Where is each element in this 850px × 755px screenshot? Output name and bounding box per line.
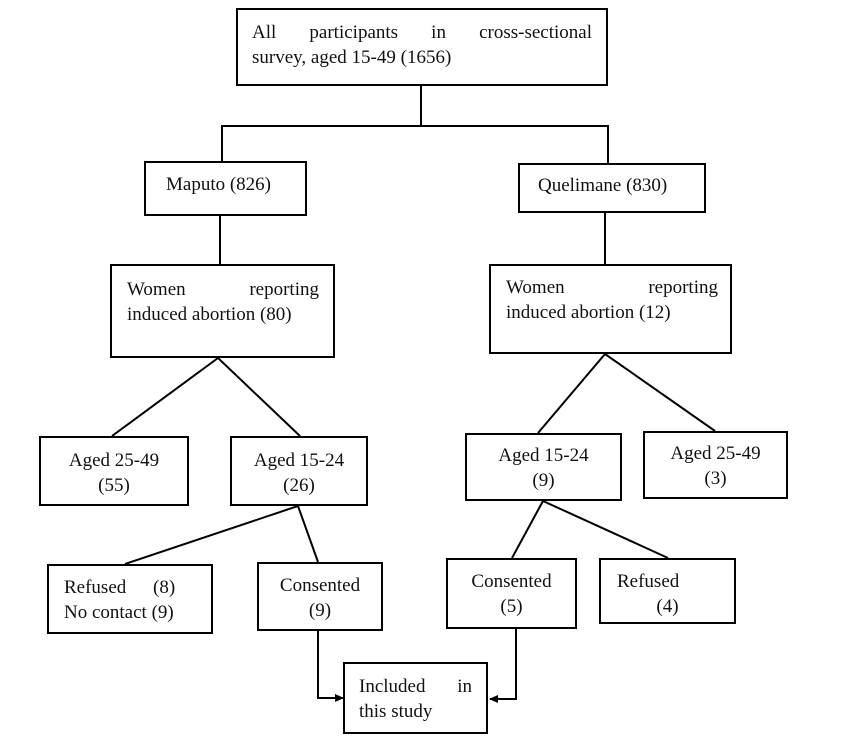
node-text: No contact (9): [64, 602, 174, 623]
node-quelimane-abortion: Women reporting induced abortion (12): [489, 264, 732, 354]
node-maputo-consented: Consented (9): [257, 562, 383, 631]
node-included: Included in this study: [343, 662, 488, 734]
connector-root-branch: [221, 125, 609, 163]
connector-quelimane-15-24: [537, 353, 606, 434]
node-text: Aged 25-49: [670, 443, 761, 464]
connector-maputo-25-49: [111, 357, 219, 437]
connector-quelimane-consented: [511, 500, 544, 559]
node-text: induced abortion (12): [506, 302, 671, 323]
node-text: (55): [98, 475, 130, 496]
node-text: (3): [704, 468, 727, 489]
connector-maputo-refused: [124, 505, 299, 565]
node-text: Maputo (826): [166, 174, 272, 195]
node-text: Women reporting: [506, 277, 718, 298]
node-text: (5): [500, 596, 523, 617]
connector-quelimane-refused: [542, 500, 669, 559]
node-quelimane-refused: Refused (4): [599, 558, 736, 624]
node-text: Quelimane (830): [538, 175, 668, 196]
connector-quelimane-25-49: [604, 353, 716, 432]
node-text: Refused: [617, 571, 680, 592]
node-text: Aged 15-24: [498, 445, 589, 466]
node-text: Aged 15-24: [253, 450, 345, 471]
node-text: (9): [532, 470, 555, 491]
node-quelimane: Quelimane (830): [518, 163, 706, 213]
node-all-participants: All participants in cross-sectional surv…: [236, 8, 608, 86]
connector-maputo-15-24: [217, 357, 301, 437]
node-text: (4): [656, 596, 679, 617]
node-maputo-aged-15-24: Aged 15-24 (26): [230, 436, 368, 506]
node-text: Consented: [471, 571, 552, 592]
node-quelimane-aged-15-24: Aged 15-24 (9): [465, 433, 622, 501]
node-maputo: Maputo (826): [144, 161, 307, 216]
arrow-quelimane-included: [489, 629, 517, 703]
node-text: survey, aged 15-49 (1656): [252, 47, 452, 68]
node-text: Women reporting: [127, 279, 319, 300]
node-text: Refused (8): [64, 577, 176, 598]
node-text: induced abortion (80): [127, 304, 292, 325]
node-text: Consented: [279, 575, 361, 596]
node-text: (9): [308, 600, 332, 621]
connector-maputo-consented: [297, 505, 319, 563]
node-quelimane-aged-25-49: Aged 25-49 (3): [643, 431, 788, 499]
node-maputo-abortion: Women reporting induced abortion (80): [110, 264, 335, 358]
node-text: (26): [283, 475, 315, 496]
arrow-maputo-included: [317, 631, 344, 702]
node-quelimane-consented: Consented (5): [446, 558, 577, 629]
node-text: this study: [359, 701, 433, 722]
node-maputo-refused: Refused (8) No contact (9): [47, 564, 213, 634]
node-text: Included in: [359, 676, 472, 697]
node-text: Aged 25-49: [68, 450, 160, 471]
node-text: All participants in cross-sectional: [252, 22, 592, 43]
node-maputo-aged-25-49: Aged 25-49 (55): [39, 436, 189, 506]
